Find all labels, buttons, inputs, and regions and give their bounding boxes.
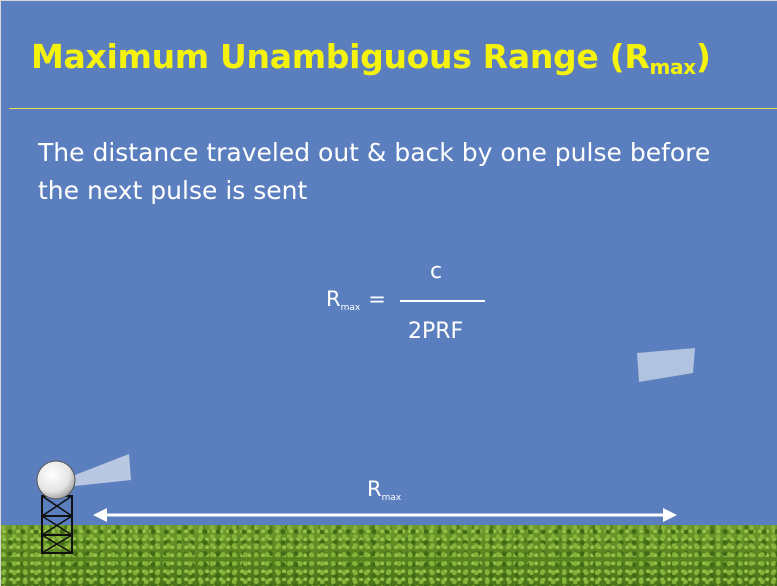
title-divider: [9, 108, 777, 109]
radar-dome-icon: [36, 460, 76, 500]
range-arrow: [93, 508, 677, 522]
range-formula: Rmax = c 2PRF: [321, 259, 501, 359]
body-text: The distance traveled out & back by one …: [38, 138, 711, 205]
grass-ground: [1, 525, 777, 586]
formula-numerator: c: [430, 259, 443, 284]
formula-lhs-symbol: R: [326, 287, 341, 311]
range-label-symbol: R: [367, 477, 382, 501]
formula-lhs: Rmax =: [326, 287, 386, 313]
radar-tower: [41, 495, 73, 554]
arrowhead-left-icon: [93, 508, 107, 522]
formula-lhs-subscript: max: [340, 303, 361, 313]
fraction-bar: [400, 300, 485, 302]
outgoing-pulse-beam: [75, 454, 131, 486]
formula-equals: =: [368, 287, 386, 311]
slide-title: Maximum Unambiguous Range (Rmax): [31, 37, 711, 78]
arrowhead-right-icon: [663, 508, 677, 522]
title-subscript: max: [649, 55, 697, 79]
formula-denominator: 2PRF: [408, 319, 464, 344]
range-label: Rmax: [367, 477, 402, 503]
distant-pulse-beam: [637, 348, 695, 382]
title-text: Maximum Unambiguous Range (R: [31, 37, 650, 76]
range-label-subscript: max: [381, 493, 402, 503]
title-close-paren: ): [695, 37, 711, 76]
